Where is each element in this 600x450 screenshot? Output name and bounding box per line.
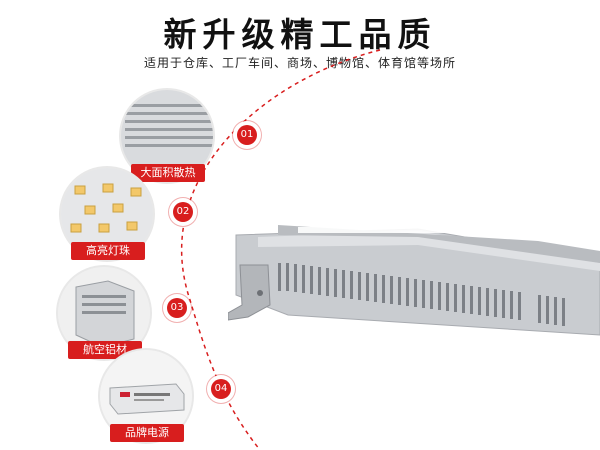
feature-heat-dissipation: 大面积散热 — [119, 88, 215, 184]
feature-high-brightness-led: 高亮灯珠 — [59, 166, 155, 262]
feature-label: 高亮灯珠 — [71, 242, 145, 260]
feature-brand-power-supply: 品牌电源 — [98, 348, 194, 444]
feature-label: 大面积散热 — [131, 164, 205, 182]
step-number: 01 — [237, 125, 257, 145]
step-number: 02 — [173, 202, 193, 222]
step-number: 03 — [167, 298, 187, 318]
product-image — [228, 225, 600, 336]
feature-aviation-aluminum: 航空铝材 — [56, 265, 152, 361]
feature-label: 品牌电源 — [110, 424, 184, 442]
step-number: 04 — [211, 379, 231, 399]
page-title: 新升级精工品质 — [163, 15, 437, 54]
page-subtitle: 适用于仓库、工厂车间、商场、博物馆、体育馆等场所 — [143, 56, 456, 70]
